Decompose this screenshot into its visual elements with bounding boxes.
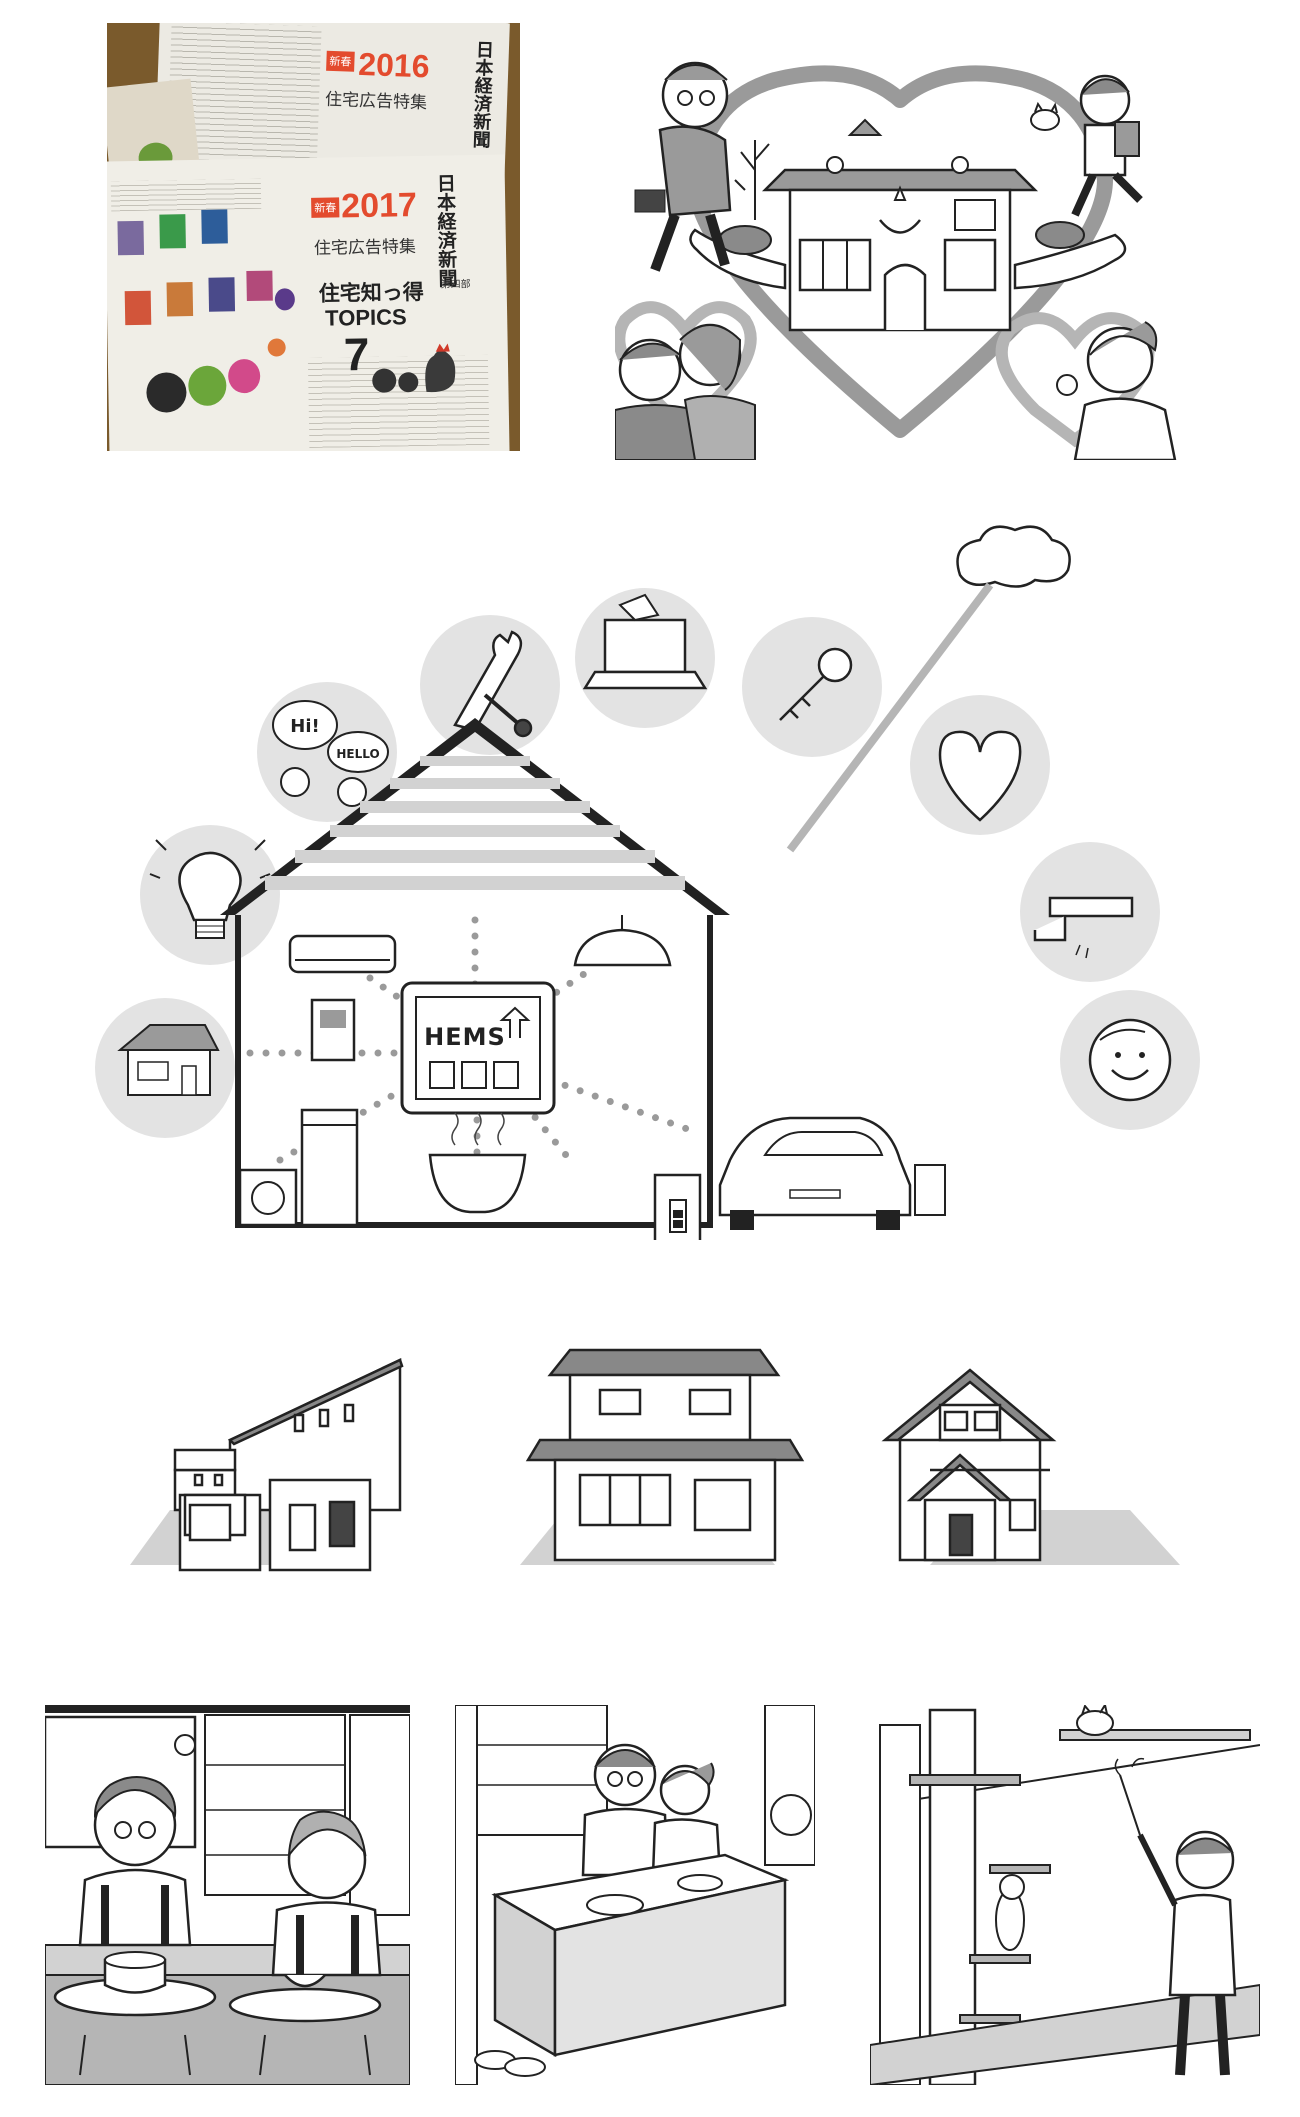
title-2017: 住宅広告特集	[313, 237, 417, 259]
cat-climbing-icon	[995, 1874, 1025, 1951]
section-label: 第四部	[440, 279, 471, 291]
pottery-class-scene	[45, 1705, 410, 2085]
washer-icon	[770, 1794, 812, 1836]
hems-connection-lines	[246, 916, 694, 1164]
light-bulb-icon	[149, 839, 271, 939]
title-2016: 住宅広告特集	[324, 89, 428, 114]
water-heater-icon	[300, 1108, 359, 1227]
air-conditioner-icon	[288, 934, 397, 974]
slippers-icon	[474, 2050, 546, 2077]
modern-house-icon	[173, 1358, 404, 1572]
heart-icon	[938, 730, 1022, 822]
heart-outline-icon	[687, 65, 1113, 438]
topics-number: 7	[343, 327, 370, 381]
cloud-icon	[956, 525, 1071, 588]
wall-panel-icon	[310, 998, 356, 1062]
woman-potter-figure	[271, 1810, 382, 1977]
year-2016: 2016	[357, 45, 431, 85]
wall-clock-icon	[174, 1734, 196, 1756]
smiley-face-icon	[1088, 1018, 1172, 1102]
speech-bubble-icon	[272, 700, 389, 807]
headline: 住宅知っ得	[318, 278, 424, 306]
upload-arrow-icon	[499, 1006, 531, 1038]
gabled-house-icon	[881, 1368, 1057, 1562]
two-storey-house-icon	[525, 1348, 805, 1562]
tag-2017: 新春	[311, 197, 340, 218]
car-icon	[718, 1116, 946, 1230]
elder-woman-potter-figure	[78, 1776, 192, 1947]
newspaper-photo: 2016 新春 住宅広告特集 日本経済新聞 新春 2017 住宅広告特集 日本経…	[107, 23, 520, 451]
welcoming-house-illustration	[615, 61, 1177, 460]
battery-icon	[653, 1173, 702, 1240]
year-2017: 2017	[340, 186, 418, 226]
couple-cooking-figure	[581, 1743, 722, 1877]
businessman-figure	[634, 61, 732, 272]
smiling-house-icon	[761, 118, 1039, 332]
hems-diagram: Hi! HELLO	[95, 525, 1200, 1240]
couple-figure	[615, 323, 756, 460]
pottery-wheel-icon	[53, 1951, 382, 2023]
paper-name-2016: 日本経済新聞	[469, 39, 495, 149]
man-with-cat-toy-figure	[1114, 1757, 1237, 2076]
paper-name-2017: 日本経済新聞	[433, 173, 458, 288]
waving-woman-figure	[1056, 321, 1177, 460]
laptop-icon	[582, 593, 708, 690]
rooster-icon	[372, 343, 456, 393]
newspaper-2017: 新春 2017 住宅広告特集 日本経済新聞 第四部 住宅知っ得 TOPICS 7	[107, 154, 510, 451]
cat-on-shelf-icon	[1076, 1705, 1114, 1736]
wrench-icon	[453, 630, 533, 738]
cat-icon	[1030, 101, 1060, 131]
bubble-hi-text: Hi!	[290, 716, 319, 737]
kitchen-couple-scene	[455, 1705, 815, 2085]
outdoor-unit-icon	[238, 1168, 298, 1227]
three-houses-row	[130, 1348, 1180, 1572]
bathtub-icon	[428, 1112, 527, 1214]
hems-controller-panel	[400, 981, 556, 1115]
ceiling-lamp-icon	[573, 915, 672, 967]
tag-2016: 新春	[326, 50, 355, 72]
running-child-figure	[1030, 74, 1143, 217]
bubble-hello-text: HELLO	[336, 747, 379, 761]
hems-label: HEMS	[424, 1023, 506, 1051]
faucet-icon	[1033, 896, 1134, 959]
key-icon	[779, 647, 853, 721]
small-house-icon	[117, 1024, 220, 1096]
cat-room-scene	[870, 1705, 1260, 2085]
smart-house-outline	[220, 718, 730, 1228]
